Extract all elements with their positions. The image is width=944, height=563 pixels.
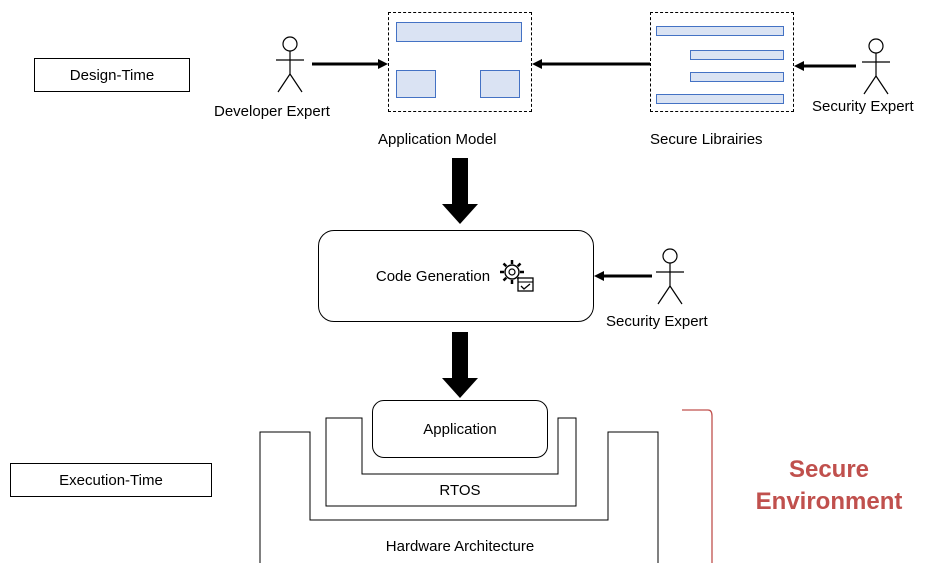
developer-stick-figure-icon <box>276 36 304 93</box>
lib-bar-3 <box>690 72 784 82</box>
model-right-block <box>480 70 520 98</box>
application-model-label: Application Model <box>378 131 497 148</box>
application-box: Application <box>372 400 548 458</box>
design-time-text: Design-Time <box>69 66 155 84</box>
arrow-expert-to-codegen <box>594 271 652 281</box>
rtos-frame <box>325 417 577 507</box>
application-model-box <box>388 12 532 112</box>
security-expert-mid-label: Security Expert <box>606 313 708 330</box>
security-expert-top-label: Security Expert <box>812 98 914 115</box>
lib-bar-1 <box>656 26 784 36</box>
lib-bar-4 <box>656 94 784 104</box>
arrow-libraries-to-model <box>532 59 650 69</box>
hardware-label: Hardware Architecture <box>385 538 535 555</box>
rtos-label: RTOS <box>439 482 481 499</box>
hardware-frame <box>259 431 659 563</box>
developer-expert-label: Developer Expert <box>214 103 330 120</box>
lib-bar-2 <box>690 50 784 60</box>
security-expert-top-stick-figure-icon <box>862 38 890 95</box>
secure-environment-line2: Environment <box>755 488 903 515</box>
code-generation-box: Code Generation <box>318 230 594 322</box>
arrow-codegen-to-application <box>442 332 478 398</box>
execution-time-text: Execution-Time <box>59 471 163 489</box>
secure-libraries-label: Secure Librairies <box>650 131 763 148</box>
arrow-expert-to-libraries <box>794 61 856 71</box>
model-top-block <box>396 22 522 42</box>
execution-time-label: Execution-Time <box>10 463 212 497</box>
secure-environment-label: Secure Environment <box>724 454 934 518</box>
design-time-label: Design-Time <box>34 58 190 92</box>
code-generation-label: Code Generation <box>375 267 491 285</box>
model-left-block <box>396 70 436 98</box>
security-expert-mid-stick-figure-icon <box>656 248 684 305</box>
application-label: Application <box>423 420 497 438</box>
gear-check-icon <box>496 256 536 296</box>
secure-environment-bracket <box>682 409 713 563</box>
secure-environment-line1: Secure <box>788 456 870 483</box>
arrow-model-to-codegen <box>442 158 478 224</box>
arrow-developer-to-model <box>312 59 388 69</box>
secure-libraries-box <box>650 12 794 112</box>
